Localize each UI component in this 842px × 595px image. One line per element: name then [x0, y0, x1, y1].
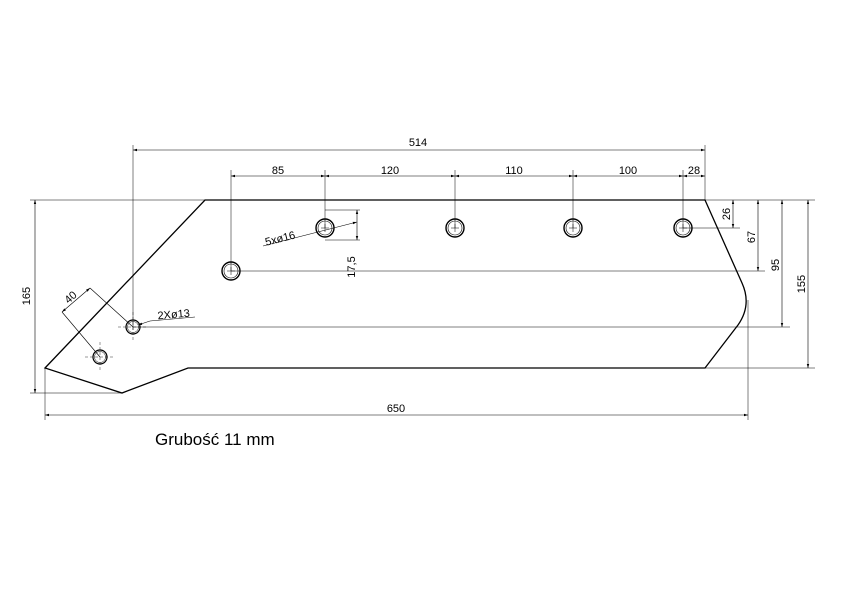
- dim-total-span: 514: [409, 137, 427, 149]
- hole-16-2: [315, 218, 335, 238]
- dim-top-offset: 26: [721, 208, 733, 220]
- mounting-holes: [85, 218, 693, 372]
- hole-16-1: [221, 261, 241, 281]
- dim-edge-offset: 28: [688, 165, 700, 177]
- dim-hole-depth-b: 95: [770, 259, 782, 271]
- dim-inner-height: 155: [796, 275, 808, 293]
- hole-16-4: [563, 218, 583, 238]
- hole-16-5: [673, 218, 693, 238]
- dim-spacing-2: 120: [381, 165, 399, 177]
- dim-total-length: 650: [387, 403, 405, 415]
- hole-16-3: [445, 218, 465, 238]
- dim-spacing-1: 85: [272, 165, 284, 177]
- dim-spacing-4: 100: [619, 165, 637, 177]
- dim-total-height: 165: [21, 287, 33, 305]
- extension-lines: [30, 145, 815, 420]
- dim-hole-depth-a: 67: [746, 231, 758, 243]
- label-large-holes: 5xø16: [264, 230, 297, 249]
- dim-diagonal-offset: 40: [62, 289, 79, 306]
- dim-spacing-3: 110: [505, 165, 523, 177]
- part-outline: [43, 199, 747, 394]
- thickness-caption: Grubość 11 mm: [155, 430, 275, 449]
- dim-hole-step: 17,5: [346, 256, 358, 277]
- label-small-holes: 2Xø13: [157, 308, 190, 323]
- hole-13-2: [85, 342, 115, 372]
- hole-13-1: [118, 312, 148, 342]
- dimension-lines: [33, 148, 810, 417]
